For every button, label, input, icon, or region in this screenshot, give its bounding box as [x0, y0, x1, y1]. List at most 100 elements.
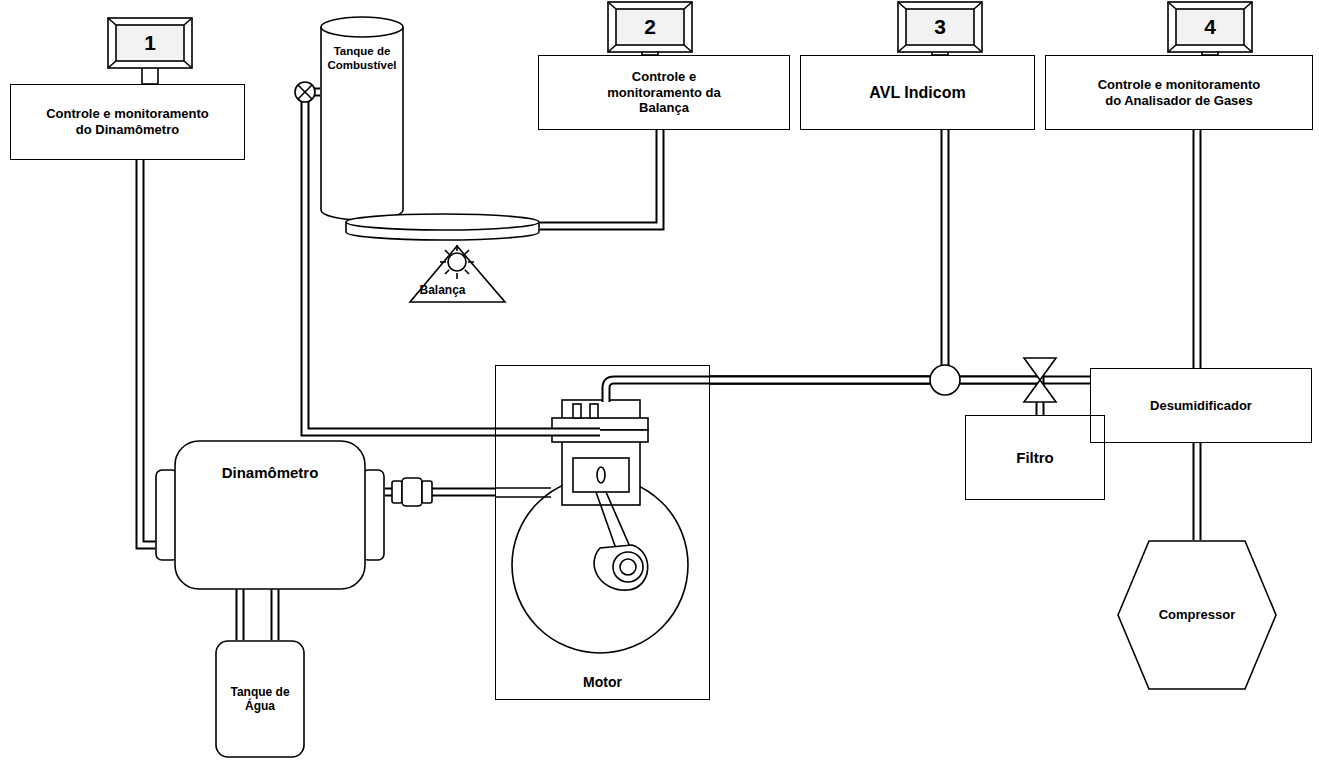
- drawing-stroke: [1168, 2, 1252, 52]
- pipe-connector: [1197, 443, 1198, 540]
- drawing-stroke: [1168, 45, 1176, 52]
- drawing-stroke: [608, 2, 616, 9]
- pipe-outline: [236, 588, 245, 640]
- node-label: Filtro: [1016, 449, 1054, 467]
- drawing-stroke: [1244, 45, 1252, 52]
- pipe-outline: [710, 380, 1040, 415]
- callout-number: 2: [644, 15, 656, 39]
- filter-box: Filtro: [965, 415, 1105, 500]
- drawing-stroke: [974, 45, 982, 52]
- drawing-stroke: [906, 9, 974, 45]
- pipe-core: [140, 160, 155, 545]
- drawing-stroke: [898, 45, 906, 52]
- fuel-valve: [295, 82, 315, 102]
- callout-number: 3: [934, 15, 946, 39]
- control-box: Controle e monitoramento do Analisador d…: [1045, 55, 1313, 130]
- pipe-core: [710, 380, 1040, 415]
- drawing-stroke: [562, 400, 640, 505]
- dynamometer: Dinamômetro: [155, 440, 385, 590]
- pipe-core: [1195, 443, 1200, 540]
- drawing-stroke: [594, 545, 648, 590]
- control-box: Controle e monitoramento da Balança: [538, 55, 790, 130]
- drawing-stroke: [684, 45, 692, 52]
- pipe-connector: [140, 160, 155, 545]
- pipe-connector: [710, 380, 1040, 415]
- drawing-stroke: [108, 61, 116, 68]
- drawing-stroke: [184, 61, 192, 68]
- outline-stroke: [448, 253, 466, 271]
- drawing-stroke: [184, 18, 192, 25]
- engine-box: Motor: [495, 365, 710, 700]
- control-box: AVL Indicom: [800, 55, 1035, 130]
- outline-stroke: [321, 27, 403, 220]
- pipe-outline: [540, 130, 660, 226]
- drawing-stroke: [974, 2, 982, 9]
- drawing-stroke: [573, 404, 581, 418]
- drawing-stroke: [295, 82, 315, 102]
- control-box: Controle e monitoramento do Dinamômetro: [10, 84, 245, 160]
- outline-stroke: [456, 273, 458, 279]
- exhaust-pipe: [606, 380, 710, 402]
- pipe-outline: [1193, 443, 1202, 540]
- node-label: AVL Indicom: [869, 83, 965, 102]
- pipe-outline: [1193, 130, 1202, 368]
- node-label: Dinamômetro: [222, 464, 319, 482]
- node-label: Controle e monitoramento do Analisador d…: [1092, 77, 1267, 108]
- dehumidifier-box: Desumidificador: [1090, 368, 1312, 443]
- outline-stroke: [465, 270, 469, 274]
- monitor-icon: [1168, 2, 1252, 55]
- node-label: Motor: [583, 674, 622, 691]
- pipe-outline: [140, 160, 155, 545]
- drawing-stroke: [684, 2, 692, 9]
- node-label: Balança: [419, 283, 465, 297]
- monitor-icon: [898, 2, 982, 55]
- fuel-pipe: [495, 430, 600, 435]
- pipe-core: [273, 588, 278, 640]
- node-label: Controle e monitoramento da Balança: [589, 69, 739, 116]
- pipe-connector: [275, 588, 276, 640]
- fuel-pipe: [495, 428, 600, 437]
- drawing-stroke: [590, 404, 598, 418]
- outline-stroke: [175, 441, 365, 589]
- drawing-stroke: [108, 18, 192, 68]
- drawing-stroke: [422, 481, 432, 503]
- compressor-hexagon: Compressor: [1117, 540, 1277, 690]
- outline-stroke: [410, 246, 505, 302]
- drawing-stroke: [608, 45, 616, 52]
- pipe-connector: [710, 130, 945, 380]
- drawing-stroke: [392, 481, 402, 503]
- outline-stroke: [445, 270, 449, 274]
- drawing-stroke: [295, 82, 1056, 506]
- callout-number: 1: [144, 31, 156, 55]
- drawing-stroke: [1176, 9, 1244, 45]
- drawing-stroke: [298, 85, 312, 99]
- node-label: Tanque de Água: [225, 685, 295, 714]
- junction-circle: [930, 365, 960, 395]
- valve-symbol: [1024, 358, 1056, 402]
- monitor-icon: [108, 18, 192, 84]
- drawing-stroke: [402, 478, 422, 506]
- node-outline: [155, 440, 385, 590]
- drawing-stroke: [597, 467, 605, 483]
- drawing-stroke: [613, 552, 643, 582]
- outline-stroke: [321, 17, 403, 37]
- pipe-outline: [710, 130, 945, 380]
- drawing-stroke: [608, 2, 692, 52]
- node-label: Desumidificador: [1150, 398, 1252, 414]
- pipe-core: [540, 130, 660, 226]
- outline-stroke: [465, 250, 469, 254]
- outline-stroke: [468, 261, 474, 263]
- drawing-stroke: [108, 18, 116, 25]
- outline-stroke: [445, 250, 449, 254]
- drawing-stroke: [898, 2, 982, 52]
- drawing-stroke: [116, 25, 184, 61]
- fuel-tank: Tanque de Combustível: [320, 15, 404, 222]
- drawing-stroke: [495, 496, 551, 498]
- pipe-connector: [540, 130, 660, 226]
- outline-stroke: [456, 245, 458, 251]
- exhaust-pipe: [606, 380, 710, 402]
- outline-stroke: [346, 214, 539, 230]
- outline-stroke: [216, 641, 304, 757]
- scale: Balança: [345, 212, 540, 302]
